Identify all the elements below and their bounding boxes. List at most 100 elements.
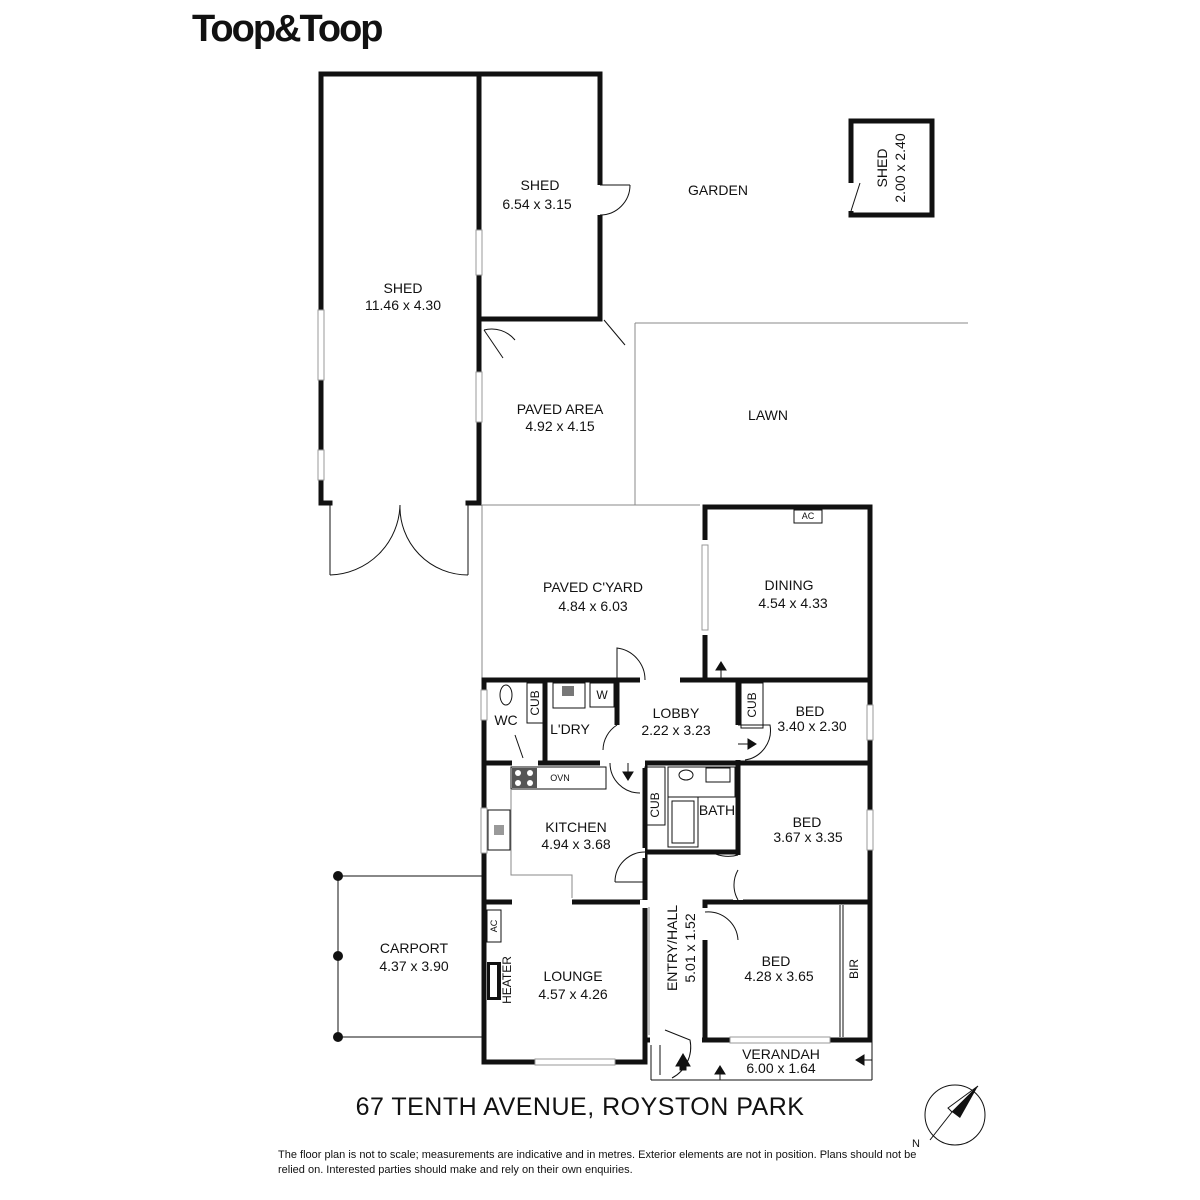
svg-text:6.00 x 1.64: 6.00 x 1.64 bbox=[746, 1060, 815, 1076]
bed2-door-opening bbox=[733, 855, 743, 900]
svg-text:PAVED C'YARD: PAVED C'YARD bbox=[543, 579, 643, 595]
svg-text:3.40 x 2.30: 3.40 x 2.30 bbox=[777, 718, 846, 734]
room-label-carport: CARPORT 4.37 x 3.90 bbox=[379, 940, 448, 974]
room-label-lobby: LOBBY 2.22 x 3.23 bbox=[641, 705, 710, 738]
lounge-fixtures bbox=[486, 909, 502, 1000]
room-label-bed2: BED 3.67 x 3.35 bbox=[773, 814, 842, 845]
shed-window-4 bbox=[475, 371, 483, 423]
kitchen-window bbox=[480, 807, 488, 854]
bed1-fixtures bbox=[740, 682, 764, 729]
laundry-cupboard-label: CUB bbox=[528, 690, 542, 715]
compass-north-label: N bbox=[912, 1138, 920, 1150]
brand-logo: Toop&Toop bbox=[192, 8, 383, 50]
shed-window-2 bbox=[317, 449, 325, 481]
svg-text:PAVED AREA: PAVED AREA bbox=[517, 401, 604, 417]
room-label-bed1: BED 3.40 x 2.30 bbox=[777, 703, 846, 734]
heater-label: HEATER bbox=[500, 956, 514, 1004]
washer-label: W bbox=[596, 688, 608, 702]
svg-text:SHED: SHED bbox=[874, 149, 890, 188]
bed-cupboard-label: CUB bbox=[745, 692, 759, 717]
kitchen-lounge-opening bbox=[512, 898, 572, 906]
room-label-dining: DINING 4.54 x 4.33 bbox=[758, 577, 827, 611]
door-swings[interactable] bbox=[514, 647, 771, 1079]
svg-text:ENTRY/HALL: ENTRY/HALL bbox=[664, 905, 680, 991]
lobby-courtyard-opening bbox=[640, 675, 680, 685]
entry-arrows bbox=[622, 661, 872, 1080]
svg-text:2.00 x 2.40: 2.00 x 2.40 bbox=[892, 133, 908, 202]
laundry-fixtures bbox=[499, 682, 615, 724]
hall-gap bbox=[640, 900, 650, 908]
svg-text:4.92 x 4.15: 4.92 x 4.15 bbox=[525, 418, 594, 434]
room-label-bath: BATH bbox=[699, 802, 735, 818]
shed-large-walls bbox=[318, 71, 603, 506]
room-label-kitchen: KITCHEN 4.94 x 3.68 bbox=[541, 819, 610, 852]
svg-text:BED: BED bbox=[762, 953, 791, 969]
room-label-lounge: LOUNGE 4.57 x 4.26 bbox=[538, 968, 607, 1002]
room-label-lawn: LAWN bbox=[748, 407, 788, 423]
svg-text:3.67 x 3.35: 3.67 x 3.35 bbox=[773, 829, 842, 845]
room-label-garden: GARDEN bbox=[688, 182, 748, 198]
wc-window bbox=[480, 689, 488, 721]
svg-text:5.01 x 1.52: 5.01 x 1.52 bbox=[682, 913, 698, 982]
shed-mid-door[interactable] bbox=[597, 184, 631, 216]
svg-text:BED: BED bbox=[796, 703, 825, 719]
bed2-window bbox=[866, 809, 874, 851]
dining-ac bbox=[793, 509, 823, 524]
dining-ac-label: AC bbox=[802, 511, 815, 521]
svg-text:LOBBY: LOBBY bbox=[653, 705, 700, 721]
room-label-shed-large: SHED 11.46 x 4.30 bbox=[365, 280, 441, 313]
shed-window-1 bbox=[317, 309, 325, 381]
lounge-ac-label: AC bbox=[489, 919, 499, 932]
shed-mid-bottom-door[interactable] bbox=[483, 319, 626, 359]
svg-text:BED: BED bbox=[793, 814, 822, 830]
room-label-laundry: L'DRY bbox=[550, 721, 590, 737]
svg-text:VERANDAH: VERANDAH bbox=[742, 1046, 820, 1062]
bed3-robe bbox=[839, 905, 844, 1037]
svg-text:4.84 x 6.03: 4.84 x 6.03 bbox=[558, 598, 627, 614]
svg-text:6.54 x 3.15: 6.54 x 3.15 bbox=[502, 196, 571, 212]
bed3-window bbox=[729, 1036, 831, 1044]
lobby-laundry-opening bbox=[612, 725, 622, 760]
room-label-verandah: VERANDAH 6.00 x 1.64 bbox=[742, 1046, 820, 1076]
svg-text:DINING: DINING bbox=[765, 577, 814, 593]
svg-text:2.22 x 3.23: 2.22 x 3.23 bbox=[641, 722, 710, 738]
house-walls bbox=[481, 504, 873, 1065]
svg-text:SHED: SHED bbox=[521, 177, 560, 193]
disclaimer-text: The floor plan is not to scale; measurem… bbox=[278, 1149, 917, 1176]
room-label-shed-small: SHED 2.00 x 2.40 bbox=[874, 133, 908, 202]
compass-icon bbox=[924, 1084, 986, 1146]
shed-double-doors[interactable] bbox=[329, 503, 469, 576]
room-label-shed-mid: SHED 6.54 x 3.15 bbox=[502, 177, 571, 212]
bath-cupboard-label: CUB bbox=[648, 792, 662, 817]
front-door-opening bbox=[650, 1035, 702, 1045]
svg-text:SHED: SHED bbox=[384, 280, 423, 296]
property-address: 67 TENTH AVENUE, ROYSTON PARK bbox=[355, 1093, 805, 1121]
built-in-robe-label: BIR bbox=[847, 959, 861, 979]
svg-text:11.46 x 4.30: 11.46 x 4.30 bbox=[365, 297, 441, 313]
kitchen-lobby-opening bbox=[600, 760, 645, 768]
svg-text:KITCHEN: KITCHEN bbox=[545, 819, 606, 835]
dining-window-frame bbox=[701, 544, 709, 631]
bath-fixtures bbox=[644, 766, 736, 848]
wc-door-opening bbox=[512, 722, 538, 767]
bed3-door-opening bbox=[700, 908, 710, 940]
shed-small-walls bbox=[848, 118, 935, 218]
svg-text:CARPORT: CARPORT bbox=[380, 940, 449, 956]
svg-text:4.54 x 4.33: 4.54 x 4.33 bbox=[758, 595, 827, 611]
carport-outline bbox=[333, 871, 484, 1042]
oven-label: OVN bbox=[550, 773, 570, 783]
svg-text:4.28 x 3.65: 4.28 x 3.65 bbox=[744, 968, 813, 984]
svg-text:4.94 x 3.68: 4.94 x 3.68 bbox=[541, 836, 610, 852]
room-label-bed3: BED 4.28 x 3.65 bbox=[744, 953, 813, 984]
kitchen-hall-opening bbox=[610, 848, 645, 858]
room-label-paved-cyard: PAVED C'YARD 4.84 x 6.03 bbox=[543, 579, 643, 614]
svg-text:4.37 x 3.90: 4.37 x 3.90 bbox=[379, 958, 448, 974]
bed1-window bbox=[866, 704, 874, 741]
bed1-door-opening bbox=[733, 725, 743, 760]
kitchen-fixtures bbox=[487, 766, 607, 898]
svg-text:4.57 x 4.26: 4.57 x 4.26 bbox=[538, 986, 607, 1002]
room-label-paved-area: PAVED AREA 4.92 x 4.15 bbox=[517, 401, 604, 434]
room-label-entry-hall: ENTRY/HALL 5.01 x 1.52 bbox=[664, 905, 698, 991]
svg-text:LOUNGE: LOUNGE bbox=[543, 968, 602, 984]
